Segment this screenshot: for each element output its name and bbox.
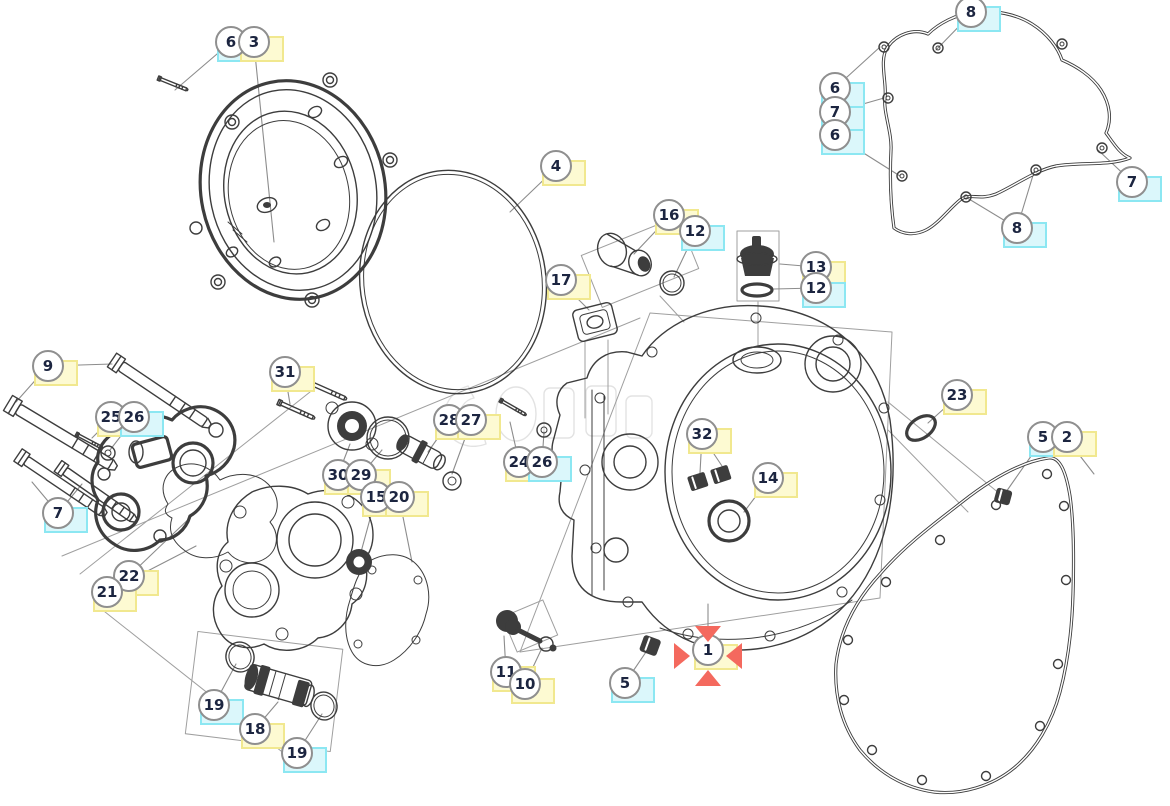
part-shaft-with-orings xyxy=(225,641,338,721)
part-water-pump-gasket xyxy=(162,463,278,564)
selection-arrow-right-icon xyxy=(674,643,690,669)
callout-9[interactable]: 9 xyxy=(32,350,64,382)
callout-8[interactable]: 8 xyxy=(955,0,987,28)
callout-3[interactable]: 3 xyxy=(238,26,270,58)
callout-12[interactable]: 12 xyxy=(800,272,832,304)
part-drain-valve xyxy=(496,610,557,652)
callout-32[interactable]: 32 xyxy=(686,418,718,450)
callout-28[interactable]: 28 xyxy=(433,404,465,436)
part-clutch-cover-main xyxy=(551,304,894,651)
callout-8[interactable]: 8 xyxy=(1001,212,1033,244)
part-thermostat xyxy=(736,236,778,298)
part-dowels-and-seal xyxy=(639,414,1013,656)
callout-17[interactable]: 17 xyxy=(545,264,577,296)
callout-7[interactable]: 7 xyxy=(1116,166,1148,198)
selection-arrow-down-icon xyxy=(695,626,721,642)
selection-arrow-up-icon xyxy=(695,670,721,686)
callout-14[interactable]: 14 xyxy=(752,462,784,494)
callout-6[interactable]: 6 xyxy=(819,119,851,151)
callout-2[interactable]: 2 xyxy=(1051,421,1083,453)
callout-27[interactable]: 27 xyxy=(455,404,487,436)
part-clutch-cover-inner xyxy=(156,72,398,308)
part-water-pump-cover xyxy=(90,405,237,552)
part-water-pump-housing xyxy=(212,485,374,651)
part-housing-gasket-and-seal xyxy=(345,549,430,667)
part-seal-flange-group xyxy=(325,401,462,491)
part-bolts xyxy=(2,352,552,527)
callout-26[interactable]: 26 xyxy=(526,446,558,478)
callout-4[interactable]: 4 xyxy=(540,150,572,182)
part-gasket-bottom-right xyxy=(834,456,1076,795)
callout-20[interactable]: 20 xyxy=(383,481,415,513)
part-breather-cap xyxy=(572,301,618,343)
callout-21[interactable]: 21 xyxy=(91,576,123,608)
part-gasket-top-right xyxy=(878,9,1132,236)
callout-23[interactable]: 23 xyxy=(941,379,973,411)
callout-31[interactable]: 31 xyxy=(269,356,301,388)
callout-12[interactable]: 12 xyxy=(679,215,711,247)
callout-18[interactable]: 18 xyxy=(239,713,271,745)
callout-10[interactable]: 10 xyxy=(509,668,541,700)
callout-5[interactable]: 5 xyxy=(609,667,641,699)
selection-arrow-left-icon xyxy=(726,643,742,669)
callout-26[interactable]: 26 xyxy=(118,401,150,433)
part-cover-oring xyxy=(358,169,548,395)
callout-19[interactable]: 19 xyxy=(281,737,313,769)
callout-19[interactable]: 19 xyxy=(198,689,230,721)
callout-22[interactable]: 22 xyxy=(113,560,145,592)
part-plug-and-oring xyxy=(596,232,685,296)
callout-7[interactable]: 7 xyxy=(42,497,74,529)
